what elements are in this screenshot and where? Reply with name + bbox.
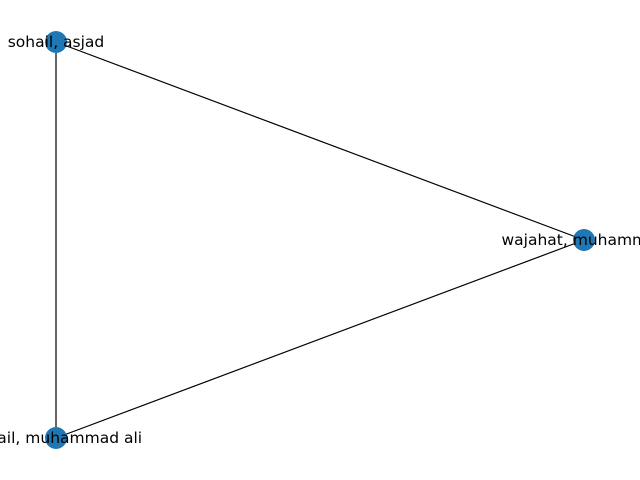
nodes-layer [45,31,595,449]
graph-node [573,229,595,251]
graph-node [45,427,67,449]
node-label: wajahat, muhammad [501,231,640,249]
graph-edge [55,41,585,241]
graph-node [45,31,67,53]
labels-layer: sohail, asjad wajahat, muhammad sohail, mu… [0,33,640,447]
graph-edge [55,239,585,439]
edges-layer [55,41,585,439]
node-label: sohail, asjad [8,33,105,51]
node-label: sohail, muhammad ali [0,429,142,447]
